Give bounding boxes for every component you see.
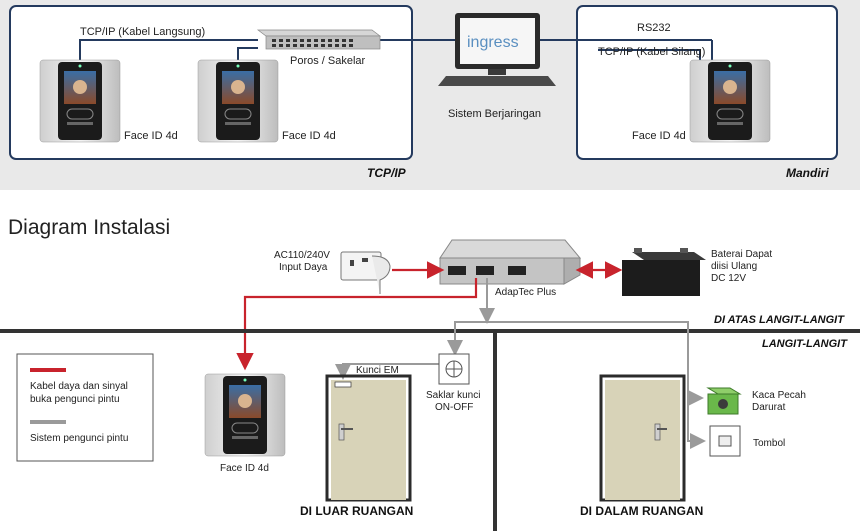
exit-button: [709, 425, 741, 457]
door-outside: [325, 374, 412, 502]
network-cables: [79, 39, 713, 62]
face-id-device-b: [197, 59, 279, 143]
ceiling-line: [0, 329, 860, 333]
label-exit-button: Tombol: [753, 438, 785, 449]
face-id-device-c: [689, 59, 771, 143]
label-tcpip-crossover: TCP/IP (Kabel Silang): [598, 46, 705, 58]
legend-red-2: buka pengunci pintu: [30, 394, 120, 405]
label-ceiling: LANGIT-LANGIT: [762, 338, 848, 350]
label-break-glass-2: Darurat: [752, 402, 786, 413]
monitor-logo: ingress: [467, 34, 519, 51]
break-glass: [706, 387, 742, 415]
label-adaptec: AdapTec Plus: [495, 287, 556, 298]
wall-divider: [493, 333, 497, 531]
adaptec-box: [439, 239, 582, 285]
face-id-device-a: [39, 59, 121, 143]
label-key-switch-1: Saklar kunci: [426, 390, 480, 401]
install-title: Diagram Instalasi: [8, 216, 170, 239]
legend-red-swatch: [30, 368, 66, 372]
label-tcpip-footer: TCP/IP: [367, 166, 407, 180]
label-key-switch-2: ON-OFF: [435, 402, 473, 413]
label-above-ceiling: DI ATAS LANGIT-LANGIT: [714, 314, 845, 326]
label-break-glass-1: Kaca Pecah: [752, 390, 806, 401]
label-inside: DI DALAM RUANGAN: [580, 504, 703, 518]
label-device-install: Face ID 4d: [220, 463, 269, 474]
label-device-c: Face ID 4d: [632, 130, 686, 142]
network-switch: [256, 29, 382, 50]
label-rs232: RS232: [637, 22, 671, 34]
label-switch: Poros / Sakelar: [290, 55, 366, 67]
door-inside: [599, 374, 686, 502]
label-network: Sistem Berjaringan: [448, 108, 541, 120]
label-tcpip-direct: TCP/IP (Kabel Langsung): [80, 26, 205, 38]
legend-red-1: Kabel daya dan sinyal: [30, 381, 128, 392]
battery: [622, 248, 706, 296]
label-device-a: Face ID 4d: [124, 130, 178, 142]
label-device-b: Face ID 4d: [282, 130, 336, 142]
label-power-1: AC110/240V: [274, 250, 330, 261]
label-em-lock: Kunci EM: [356, 365, 399, 376]
label-standalone-footer: Mandiri: [786, 166, 829, 180]
face-id-device-install: [204, 373, 286, 457]
label-battery-1: Baterai Dapat: [711, 249, 772, 260]
label-power-2: Input Daya: [279, 262, 328, 273]
label-battery-2: diisi Ulang: [711, 261, 757, 272]
gray-lock-cables: [335, 278, 706, 449]
label-battery-3: DC 12V: [711, 273, 746, 284]
computer-monitor: [438, 13, 556, 86]
legend-gray-swatch: [30, 420, 66, 424]
power-outlet: [340, 251, 391, 294]
key-switch: [438, 353, 470, 385]
legend-gray: Sistem pengunci pintu: [30, 433, 128, 444]
label-outside: DI LUAR RUANGAN: [300, 504, 413, 518]
